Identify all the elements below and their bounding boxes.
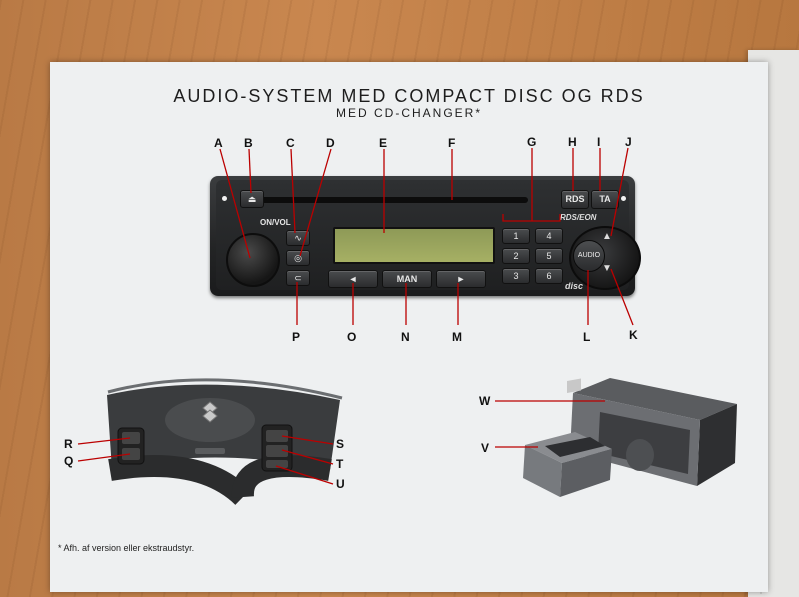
disc-badge: disc	[565, 281, 584, 291]
callout-leader-lines	[77, 147, 634, 485]
callout-b: B	[244, 136, 253, 150]
callout-m: M	[452, 330, 462, 344]
screw-dot-left	[222, 196, 227, 201]
callout-q: Q	[64, 454, 74, 468]
callout-g: G	[527, 135, 537, 149]
callout-k: K	[629, 328, 638, 342]
rocker-down-arrow-icon[interactable]: ▼	[602, 263, 612, 274]
callout-l: L	[583, 330, 591, 344]
callout-h: H	[568, 135, 577, 149]
callout-c: C	[286, 136, 295, 150]
callout-n: N	[401, 330, 410, 344]
cd-changer-illustration	[523, 378, 737, 497]
rocker-up-arrow-icon[interactable]: ▲	[602, 231, 612, 242]
callout-a: A	[214, 136, 223, 150]
on-vol-label: ON/VOL	[260, 218, 291, 227]
man-button[interactable]: MAN	[382, 270, 432, 288]
callout-t: T	[336, 457, 344, 471]
preset-button-3[interactable]: 3	[502, 268, 530, 284]
steering-wheel-illustration	[107, 378, 343, 506]
callout-w: W	[479, 394, 491, 408]
seek-right-button[interactable]: ►	[436, 270, 486, 288]
preset-button-6[interactable]: 6	[535, 268, 563, 284]
rds-eon-label: RDS/EON	[560, 213, 597, 222]
callout-v: V	[481, 441, 490, 455]
lcd-display	[333, 227, 495, 264]
callout-f: F	[448, 136, 456, 150]
callout-j: J	[625, 135, 632, 149]
preset-button-4[interactable]: 4	[535, 228, 563, 244]
callout-p: P	[292, 330, 301, 344]
cd-slot[interactable]	[258, 197, 528, 203]
eject-button[interactable]: ⏏	[240, 190, 264, 208]
preset-button-5[interactable]: 5	[535, 248, 563, 264]
callout-i: I	[597, 135, 601, 149]
preset-button-1[interactable]: 1	[502, 228, 530, 244]
preset-button-2[interactable]: 2	[502, 248, 530, 264]
callout-s: S	[336, 437, 345, 451]
page-subtitle: MED CD-CHANGER*	[335, 106, 482, 120]
screw-dot-right	[621, 196, 626, 201]
callout-d: D	[326, 136, 335, 150]
volume-knob[interactable]	[226, 233, 280, 287]
callout-r: R	[64, 437, 73, 451]
audio-button[interactable]: AUDIO	[573, 240, 605, 272]
mode-button[interactable]: ◎	[286, 250, 310, 266]
callout-u: U	[336, 477, 345, 491]
rds-button[interactable]: RDS	[561, 190, 589, 209]
page-title: AUDIO-SYSTEM MED COMPACT DISC OG RDS	[173, 86, 645, 106]
callout-e: E	[379, 136, 388, 150]
source-button[interactable]: ⊂	[286, 270, 310, 286]
manual-page	[50, 62, 768, 592]
callout-o: O	[347, 330, 357, 344]
footnote: * Afh. af version eller ekstraudstyr.	[58, 543, 195, 553]
